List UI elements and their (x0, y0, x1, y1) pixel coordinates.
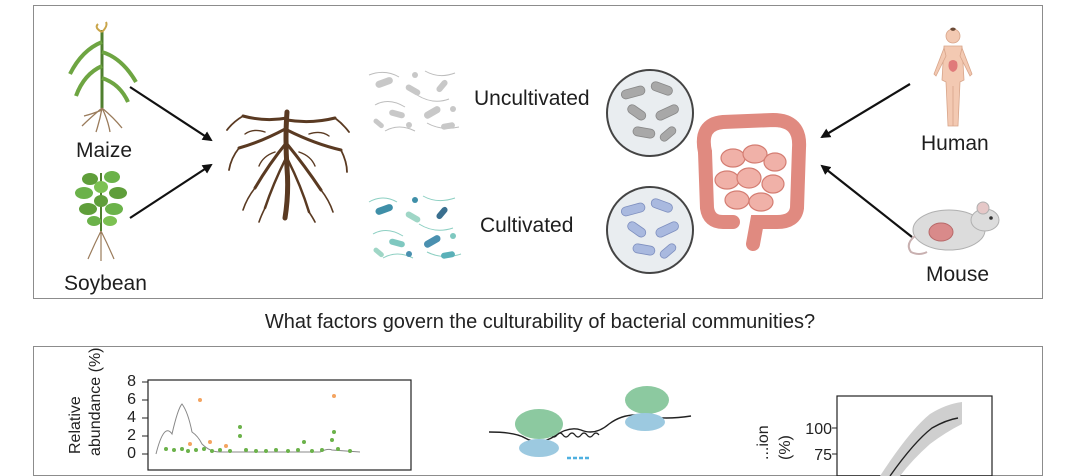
abundance-ylabel-line2: abundance (%) (87, 347, 104, 456)
abundance-points (164, 394, 352, 453)
abundance-tick-8: 8 (127, 373, 136, 390)
abundance-point (198, 398, 202, 402)
cultivated-bacteria-icon (368, 195, 462, 259)
abundance-point (186, 449, 190, 453)
curve-plot-frame (836, 395, 993, 476)
abundance-point (264, 449, 268, 453)
abundance-plot: Relative abundance (%) 8 6 4 2 0 (67, 347, 412, 471)
mouse-label: Mouse (926, 263, 990, 286)
uncultivated-dish-icon (606, 69, 694, 157)
abundance-point (296, 448, 300, 452)
abundance-point (332, 430, 336, 434)
curve-ylabel-line1: ...ion (755, 425, 772, 460)
curve-confidence-band (880, 402, 962, 476)
soybean-plant-icon (75, 171, 127, 261)
abundance-density-curve (155, 403, 361, 455)
abundance-point (336, 447, 340, 451)
abundance-point (194, 448, 198, 452)
ribosome-small-subunit (519, 439, 559, 457)
abundance-tick-0: 0 (127, 445, 136, 462)
abundance-tick-2: 2 (127, 427, 136, 444)
arrow-maize-to-root (129, 83, 913, 238)
ribosome-large-subunit (625, 386, 669, 414)
maize-plant-icon (68, 21, 138, 133)
abundance-point (302, 440, 306, 444)
maize-label: Maize (76, 139, 133, 162)
abundance-point (238, 425, 242, 429)
culturability-question: What factors govern the culturability of… (264, 311, 816, 333)
abundance-point (218, 448, 222, 452)
abundance-point (310, 449, 314, 453)
abundance-point (330, 438, 334, 442)
human-label: Human (921, 132, 989, 155)
abundance-point (348, 449, 352, 453)
curve-fit-line (889, 417, 959, 476)
cultivated-dish-icon (606, 186, 694, 274)
abundance-point (202, 447, 206, 451)
abundance-ylabel-line1: Relative (67, 396, 84, 454)
uncultivated-label: Uncultivated (474, 87, 590, 110)
abundance-y-ticks: 8 6 4 2 0 (127, 373, 148, 462)
human-figure-icon (933, 27, 973, 127)
abundance-point (208, 440, 212, 444)
abundance-plot-frame (147, 379, 412, 471)
curve-tick-100: 100 (805, 421, 832, 438)
cultivated-label: Cultivated (480, 214, 574, 237)
abundance-point (254, 449, 258, 453)
curve-tick-75: 75 (814, 447, 832, 464)
abundance-point (238, 434, 242, 438)
abundance-point (228, 449, 232, 453)
abundance-point (244, 448, 248, 452)
abundance-point (180, 447, 184, 451)
abundance-point (188, 442, 192, 446)
abundance-point (286, 449, 290, 453)
abundance-point (172, 448, 176, 452)
abundance-point (210, 449, 214, 453)
ribosome-mrna-icon (488, 386, 692, 460)
abundance-point (332, 394, 336, 398)
curve-ylabel-line2: (%) (777, 435, 794, 460)
abundance-point (320, 448, 324, 452)
abundance-tick-6: 6 (127, 391, 136, 408)
ribosome-large-subunit (515, 409, 563, 439)
ribosome-small-subunit (625, 413, 665, 431)
abundance-tick-4: 4 (127, 409, 136, 426)
abundance-point (224, 444, 228, 448)
abundance-point (274, 448, 278, 452)
top-panel (33, 5, 1043, 299)
root-system-icon (226, 109, 350, 223)
abundance-point (164, 447, 168, 451)
intestine-icon (696, 112, 807, 251)
growth-curve-plot: ...ion (%) 100 75 (755, 395, 993, 476)
soybean-label: Soybean (64, 272, 147, 295)
mouse-icon (907, 201, 1000, 255)
uncultivated-bacteria-icon (368, 70, 460, 132)
